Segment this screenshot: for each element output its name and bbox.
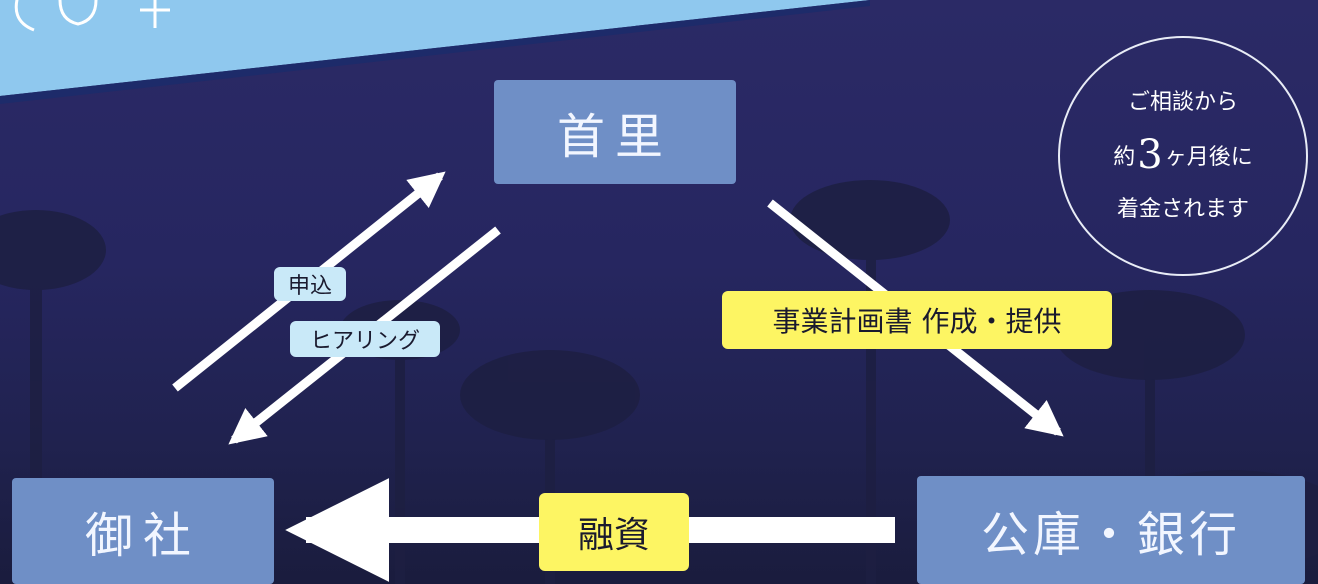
title-banner	[0, 0, 870, 104]
label-financing: 融資	[539, 493, 689, 571]
note-line2-suffix: ヶ月後に	[1164, 144, 1253, 170]
note-line3: 着金されます	[1116, 196, 1249, 222]
note-line2: 約3ヶ月後に	[1113, 129, 1252, 184]
note-line1: ご相談から	[1127, 89, 1238, 115]
label-business-plan: 事業計画書 作成・提供	[722, 291, 1112, 349]
node-onsha: 御社	[12, 478, 274, 584]
label-hearing: ヒアリング	[290, 321, 440, 357]
timeline-note: ご相談から 約3ヶ月後に 着金されます	[1058, 36, 1308, 276]
node-bank: 公庫・銀行	[917, 476, 1305, 584]
note-line2-prefix: 約	[1113, 144, 1136, 170]
label-apply: 申込	[274, 267, 346, 301]
node-shuri: 首里	[494, 80, 736, 184]
note-number: 3	[1137, 131, 1163, 178]
